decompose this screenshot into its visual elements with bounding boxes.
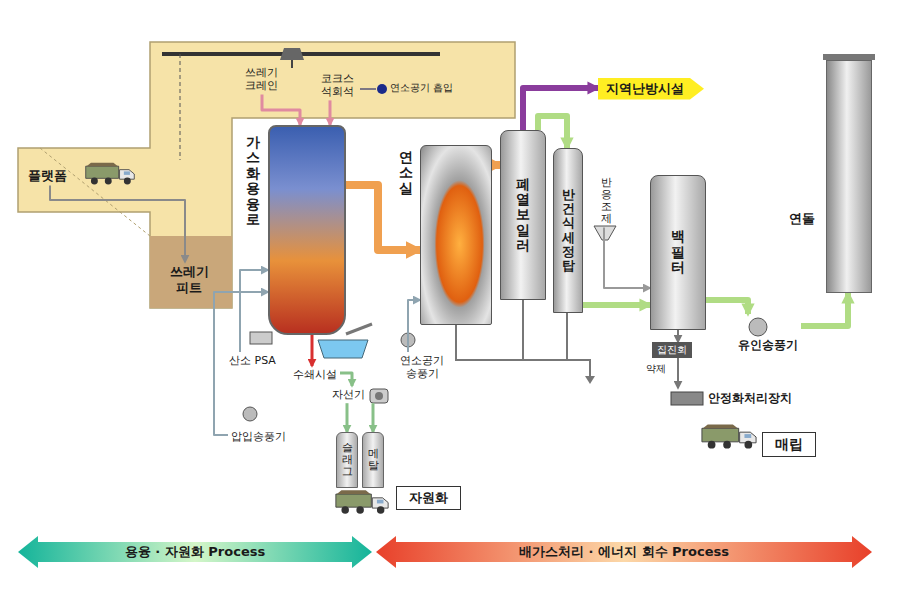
quench-unit: 수쇄시설 (290, 366, 340, 383)
ash-box: 집진회 (652, 342, 692, 358)
air-intake-label-holder: 연소공기 흡입 (390, 82, 453, 94)
crane-label: 쓰레기 크레인 (240, 64, 283, 94)
flow-arrow (706, 300, 748, 314)
feed-label: 코크스 석회석 (316, 70, 359, 100)
node-text: 연소실 (399, 150, 413, 196)
flow-arrow (604, 227, 650, 288)
node-text: 가스화용융로 (246, 135, 260, 227)
metal-silo: 메탈 (362, 432, 384, 488)
node-text: 유인송풍기 (738, 338, 798, 352)
stack: 연돌 (826, 60, 872, 293)
node-text: 쓰레기 크레인 (243, 66, 280, 92)
reagent-label: 반응조제 (598, 175, 615, 227)
node-text: 안정화처리장치 (708, 391, 792, 405)
boiler-vessel: 폐열보일러 (500, 130, 546, 300)
process-band-label: 배가스처리 · 에너지 회수 Process (376, 544, 872, 560)
node-text: 폐열보일러 (516, 177, 530, 254)
flow-arrow (677, 358, 679, 388)
process-band-label-holder: 용융 · 자원화 Process (18, 544, 372, 560)
flow-arrow (311, 335, 314, 366)
node-text: 압입송풍기 (231, 430, 286, 443)
node-text: 쓰레기 피트 (168, 264, 211, 295)
node-text: 슬래그 (342, 442, 353, 478)
fan-unit: 유인송풍기 (735, 314, 801, 354)
node-text: 연소공기 송풍기 (397, 354, 448, 380)
node-text: 메탈 (368, 448, 379, 472)
node-text: 지역난방시설 (606, 81, 684, 97)
flow-arrow (677, 330, 679, 342)
flow-arrow (583, 302, 650, 308)
node-text: 반건식세정탑 (562, 188, 575, 274)
process-band-label: 용융 · 자원화 Process (18, 544, 372, 560)
flow-arrow (523, 88, 598, 130)
flow-arrow (408, 300, 420, 352)
flow-arrow (329, 100, 332, 125)
scrubber-tower: 반건식세정탑 (553, 148, 583, 313)
node-text: 백필터 (671, 229, 685, 275)
node-text: 반응조제 (601, 177, 612, 225)
process-band-label-holder: 배가스처리 · 에너지 회수 Process (376, 544, 872, 560)
node-text: 플랫폼 (28, 168, 67, 184)
heating-arrow-box: 지역난방시설 (598, 78, 704, 100)
flow-arrow (240, 270, 268, 352)
pit-area: 쓰레기 피트 (165, 262, 214, 297)
reagent-note: 약제 (646, 363, 666, 375)
melting-furnace: 가스화용융로 (268, 125, 346, 335)
slag-silo: 슬래그 (336, 432, 358, 488)
outcome-box: 매립 (762, 432, 816, 457)
flow-arrow (346, 403, 349, 432)
node-text: 수쇄시설 (293, 368, 337, 381)
node-text: 자원화 (409, 490, 448, 506)
air-intake-label: 연소공기 흡입 (390, 82, 453, 94)
combustion-chamber: 연소실 (420, 145, 492, 325)
node-text: 자선기 (332, 388, 365, 401)
flow-arrow (262, 94, 300, 125)
air-fan: 연소공기 송풍기 (394, 352, 451, 382)
node-text: 코크스 석회석 (319, 72, 356, 98)
reagent-note-holder: 약제 (646, 363, 666, 375)
platform-area: 플랫폼 (25, 166, 70, 186)
flow-arrow (50, 186, 185, 262)
magnet-separator: 자선기 (330, 386, 390, 403)
node-text: 연돌 (789, 211, 815, 227)
node-text: 산소 PSA (229, 354, 276, 367)
node-text: 집진회 (657, 344, 687, 356)
blower-unit: 압입송풍기 (228, 428, 289, 445)
flow-arrow (801, 293, 848, 326)
flow-arrow (340, 373, 352, 386)
flow-arrow (492, 161, 500, 169)
oxygen-unit: 산소 PSA (226, 352, 279, 369)
stabilizer-unit: 안정화처리장치 (668, 388, 795, 408)
node-text: 매립 (775, 436, 803, 453)
flow-arrow (372, 403, 375, 432)
bag-filter: 백필터 (650, 175, 706, 330)
outcome-box: 자원화 (396, 486, 461, 510)
